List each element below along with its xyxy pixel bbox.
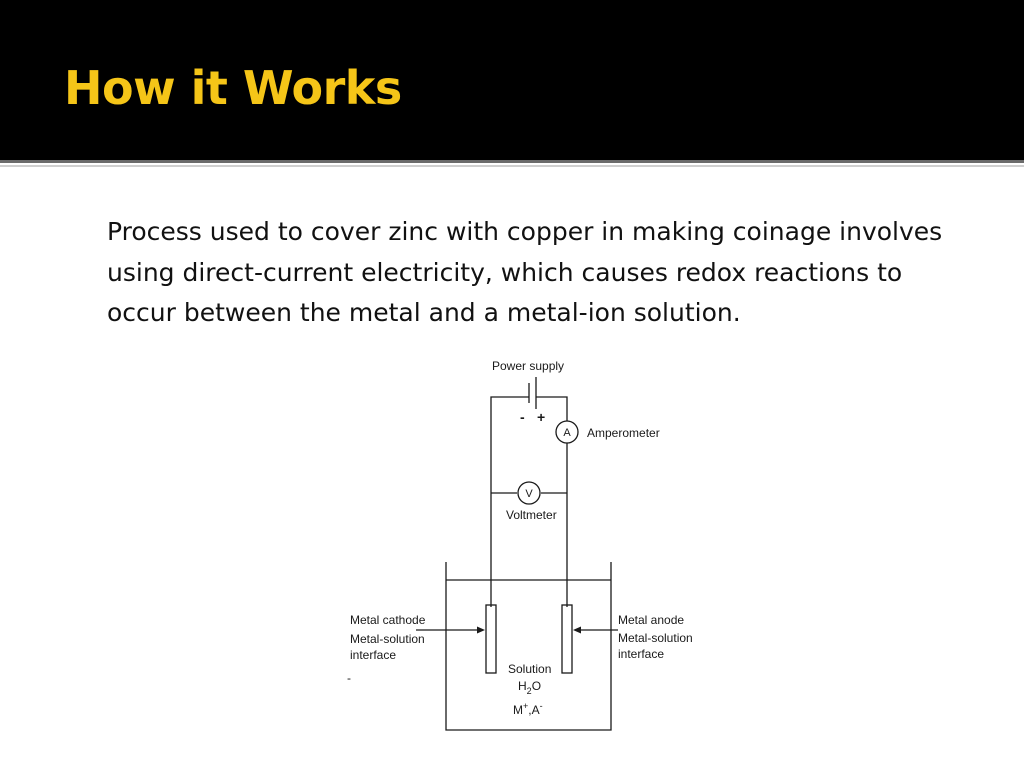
battery-minus-sign: - xyxy=(520,409,525,425)
anode-interface-label-1: Metal-solution xyxy=(618,631,693,645)
ions-formula: M+,A- xyxy=(513,701,543,717)
voltmeter-label: Voltmeter xyxy=(506,508,557,522)
divider-line xyxy=(0,160,1024,163)
title-bar: How it Works xyxy=(0,0,1024,160)
anode-electrode xyxy=(561,604,573,674)
cathode-electrode xyxy=(485,604,497,674)
stray-mark: - xyxy=(347,671,351,685)
divider-line-light xyxy=(0,165,1024,167)
water-formula: H2O xyxy=(518,679,541,696)
cathode-label: Metal cathode xyxy=(350,613,426,627)
water-o: O xyxy=(532,679,541,693)
cathode-interface-label-1: Metal-solution xyxy=(350,632,425,646)
voltmeter-symbol: V xyxy=(525,488,533,500)
water-h: H xyxy=(518,679,527,693)
slide-body-text: Process used to cover zinc with copper i… xyxy=(107,217,943,327)
amperometer-label: Amperometer xyxy=(587,426,660,440)
ammeter-circle xyxy=(555,420,579,444)
ions-a: ,A xyxy=(528,703,539,717)
ions-plus: + xyxy=(523,701,528,711)
solution-tank xyxy=(445,562,612,731)
anode-arrowhead xyxy=(573,626,581,634)
slide-title: How it Works xyxy=(64,61,402,115)
voltmeter-circle xyxy=(517,481,541,505)
electroplating-diagram: - Power supply - + A Amperometer V Voltm… xyxy=(347,359,693,731)
ions-minus: - xyxy=(540,701,543,711)
cathode-wire xyxy=(490,396,529,607)
anode-wire-top xyxy=(536,396,568,421)
ions-m: M xyxy=(513,703,523,717)
water-subscript: 2 xyxy=(527,686,532,696)
solution-label: Solution xyxy=(508,662,551,676)
power-supply-label: Power supply xyxy=(492,359,564,373)
anode-label: Metal anode xyxy=(618,613,684,627)
anode-interface-label-2: interface xyxy=(618,647,664,661)
cathode-arrowhead xyxy=(477,626,485,634)
ammeter-symbol: A xyxy=(563,427,571,439)
battery-plus-sign: + xyxy=(537,409,545,425)
cathode-interface-label-2: interface xyxy=(350,648,396,662)
